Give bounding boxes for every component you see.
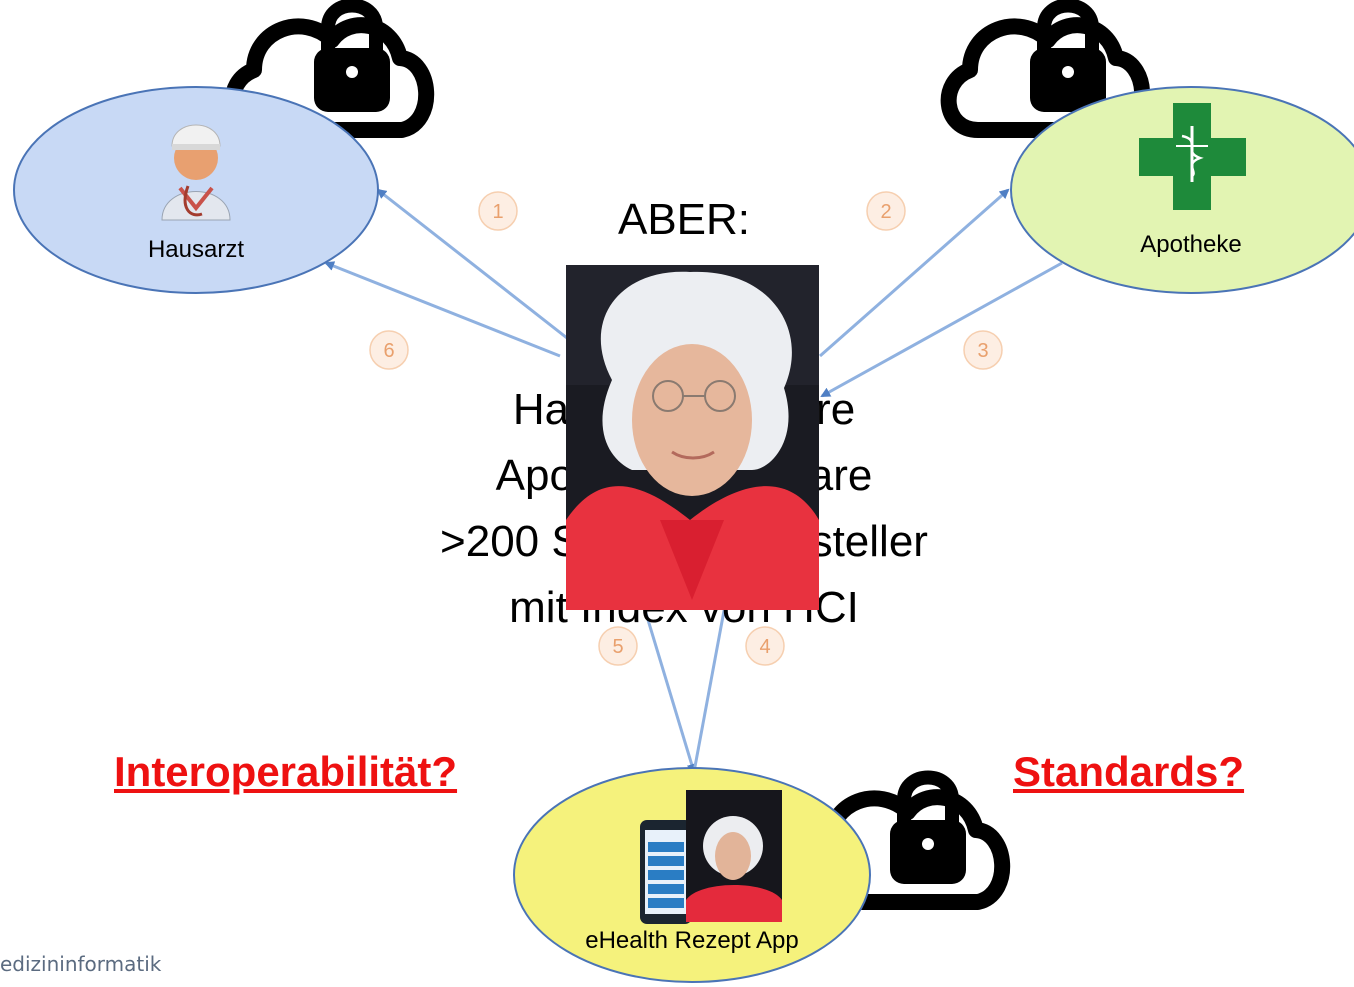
interoperability-question: Interoperabilität? bbox=[114, 748, 458, 795]
portrait-photo-small bbox=[686, 790, 782, 922]
arrow-4 bbox=[692, 599, 728, 773]
svg-text:3: 3 bbox=[977, 340, 988, 362]
svg-text:5: 5 bbox=[612, 636, 623, 658]
arrow-5 bbox=[640, 599, 697, 774]
node-hausarzt: Hausarzt bbox=[13, 86, 379, 294]
center-heading: ABER: bbox=[618, 195, 750, 244]
node-app: eHealth Rezept App bbox=[513, 767, 871, 983]
node-label-hausarzt: Hausarzt bbox=[148, 236, 244, 263]
portrait-photo bbox=[566, 265, 819, 610]
step-badges: 1 2 3 4 5 6 bbox=[369, 191, 1003, 666]
doctor-icon bbox=[161, 124, 231, 221]
node-label-apotheke: Apotheke bbox=[1140, 231, 1241, 258]
step-badge-5: 5 bbox=[598, 626, 638, 666]
smartphone-icon bbox=[640, 820, 692, 924]
step-badge-6: 6 bbox=[369, 330, 409, 370]
svg-text:1: 1 bbox=[492, 201, 503, 223]
standards-question: Standards? bbox=[1013, 748, 1245, 795]
svg-text:2: 2 bbox=[880, 201, 891, 223]
svg-text:4: 4 bbox=[759, 636, 770, 658]
step-badge-4: 4 bbox=[745, 626, 785, 666]
arrow-1 bbox=[376, 188, 591, 358]
step-badge-2: 2 bbox=[866, 191, 906, 231]
arrow-6 bbox=[324, 261, 561, 358]
arrow-2 bbox=[819, 188, 1010, 358]
svg-text:6: 6 bbox=[383, 340, 394, 362]
arrows bbox=[324, 188, 1063, 774]
footer-text: edizininformatik bbox=[0, 952, 162, 976]
step-badge-1: 1 bbox=[478, 191, 518, 231]
step-badge-3: 3 bbox=[963, 330, 1003, 370]
pharmacy-cross-icon bbox=[1139, 103, 1246, 210]
arrow-3 bbox=[820, 261, 1063, 398]
node-apotheke: Apotheke bbox=[1010, 86, 1354, 294]
node-label-app: eHealth Rezept App bbox=[585, 927, 798, 954]
